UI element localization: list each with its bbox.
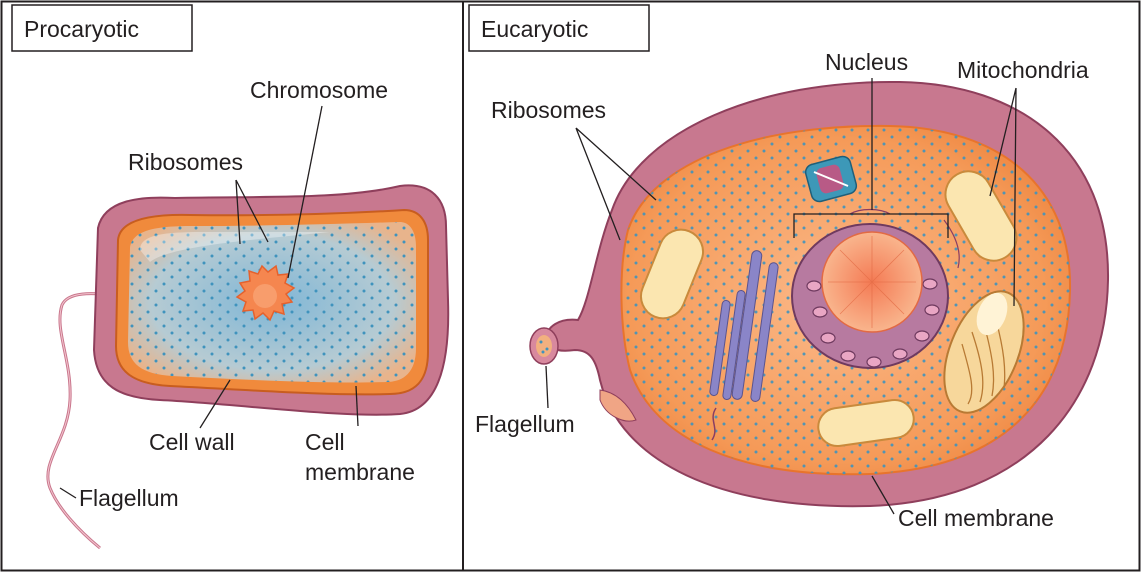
eucaryotic-title-tab: Eucaryotic: [469, 5, 649, 51]
label-procaryotic-ribosomes: Ribosomes: [128, 149, 243, 175]
label-eucaryotic-flagellum: Flagellum: [475, 411, 575, 437]
label-cell-membrane-line1: Cell: [305, 429, 345, 455]
label-eucaryotic-cell-membrane: Cell membrane: [898, 505, 1054, 531]
label-cell-wall: Cell wall: [149, 429, 235, 455]
label-chromosome: Chromosome: [250, 77, 388, 103]
label-nucleus: Nucleus: [825, 49, 908, 75]
procaryotic-title: Procaryotic: [24, 16, 139, 42]
leader-procaryotic-flagellum: [60, 488, 76, 498]
eucaryotic-cell: [530, 82, 1108, 506]
procaryotic-title-tab: Procaryotic: [12, 5, 192, 51]
leader-eucaryotic-flagellum: [546, 366, 548, 408]
label-procaryotic-flagellum: Flagellum: [79, 485, 179, 511]
eucaryotic-flagellum: [530, 328, 558, 364]
eucaryotic-title: Eucaryotic: [481, 16, 588, 42]
label-mitochondria: Mitochondria: [957, 57, 1089, 83]
label-eucaryotic-ribosomes: Ribosomes: [491, 97, 606, 123]
label-cell-membrane-line2: membrane: [305, 459, 415, 485]
